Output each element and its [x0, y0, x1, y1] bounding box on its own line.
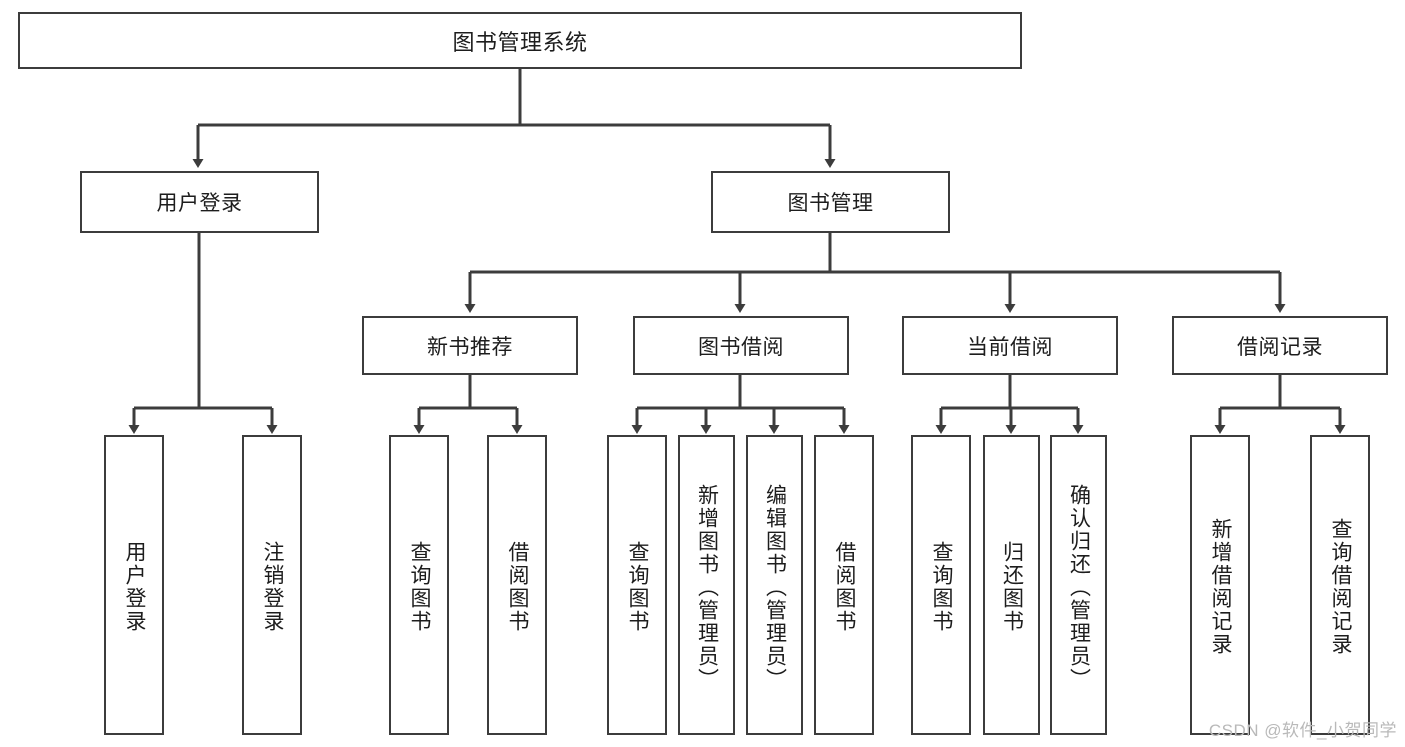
node-leaf-borrow-book-2-label: 借阅图书: [833, 541, 857, 633]
node-leaf-borrow-book-1[interactable]: 借阅图书: [487, 435, 547, 735]
node-leaf-logout-label: 注销登录: [261, 541, 285, 633]
node-leaf-edit-book[interactable]: 编辑图书（管理员）: [746, 435, 803, 735]
node-book-manage[interactable]: 图书管理: [711, 171, 950, 233]
node-leaf-edit-book-label: 编辑图书（管理员）: [763, 483, 787, 691]
node-book-borrow[interactable]: 图书借阅: [633, 316, 849, 375]
node-leaf-confirm-return-label: 确认归还（管理员）: [1067, 483, 1091, 691]
node-leaf-add-record[interactable]: 新增借阅记录: [1190, 435, 1250, 735]
node-leaf-query-record-label: 查询借阅记录: [1329, 518, 1353, 656]
node-leaf-query-book-1[interactable]: 查询图书: [389, 435, 449, 735]
node-leaf-borrow-book-1-label: 借阅图书: [506, 541, 530, 633]
node-borrow-record[interactable]: 借阅记录: [1172, 316, 1388, 375]
node-leaf-logout[interactable]: 注销登录: [242, 435, 302, 735]
node-root-label: 图书管理系统: [452, 29, 588, 55]
node-leaf-add-record-label: 新增借阅记录: [1209, 518, 1233, 656]
node-user-login[interactable]: 用户登录: [80, 171, 319, 233]
node-leaf-confirm-return[interactable]: 确认归还（管理员）: [1050, 435, 1107, 735]
node-leaf-user-login-label: 用户登录: [123, 541, 147, 633]
node-current-borrow-label: 当前借阅: [967, 335, 1053, 359]
node-book-manage-label: 图书管理: [787, 192, 874, 215]
node-book-borrow-label: 图书借阅: [698, 335, 784, 359]
node-leaf-return-book-label: 归还图书: [1000, 541, 1024, 633]
node-leaf-query-record[interactable]: 查询借阅记录: [1310, 435, 1370, 735]
watermark: CSDN @软件_小贺同学: [1208, 721, 1397, 740]
node-leaf-query-book-3-label: 查询图书: [930, 541, 954, 633]
node-new-book-rec-label: 新书推荐: [427, 335, 513, 359]
node-new-book-rec[interactable]: 新书推荐: [362, 316, 578, 375]
node-leaf-user-login[interactable]: 用户登录: [104, 435, 164, 735]
node-leaf-add-book-label: 新增图书（管理员）: [695, 483, 719, 691]
node-root[interactable]: 图书管理系统: [18, 12, 1022, 69]
node-current-borrow[interactable]: 当前借阅: [902, 316, 1118, 375]
node-user-login-label: 用户登录: [156, 192, 243, 215]
node-leaf-query-book-1-label: 查询图书: [408, 541, 432, 633]
node-leaf-add-book[interactable]: 新增图书（管理员）: [678, 435, 735, 735]
node-leaf-query-book-3[interactable]: 查询图书: [911, 435, 971, 735]
node-borrow-record-label: 借阅记录: [1237, 335, 1323, 359]
node-leaf-return-book[interactable]: 归还图书: [983, 435, 1040, 735]
node-leaf-borrow-book-2[interactable]: 借阅图书: [814, 435, 874, 735]
node-leaf-query-book-2-label: 查询图书: [626, 541, 650, 633]
node-leaf-query-book-2[interactable]: 查询图书: [607, 435, 667, 735]
